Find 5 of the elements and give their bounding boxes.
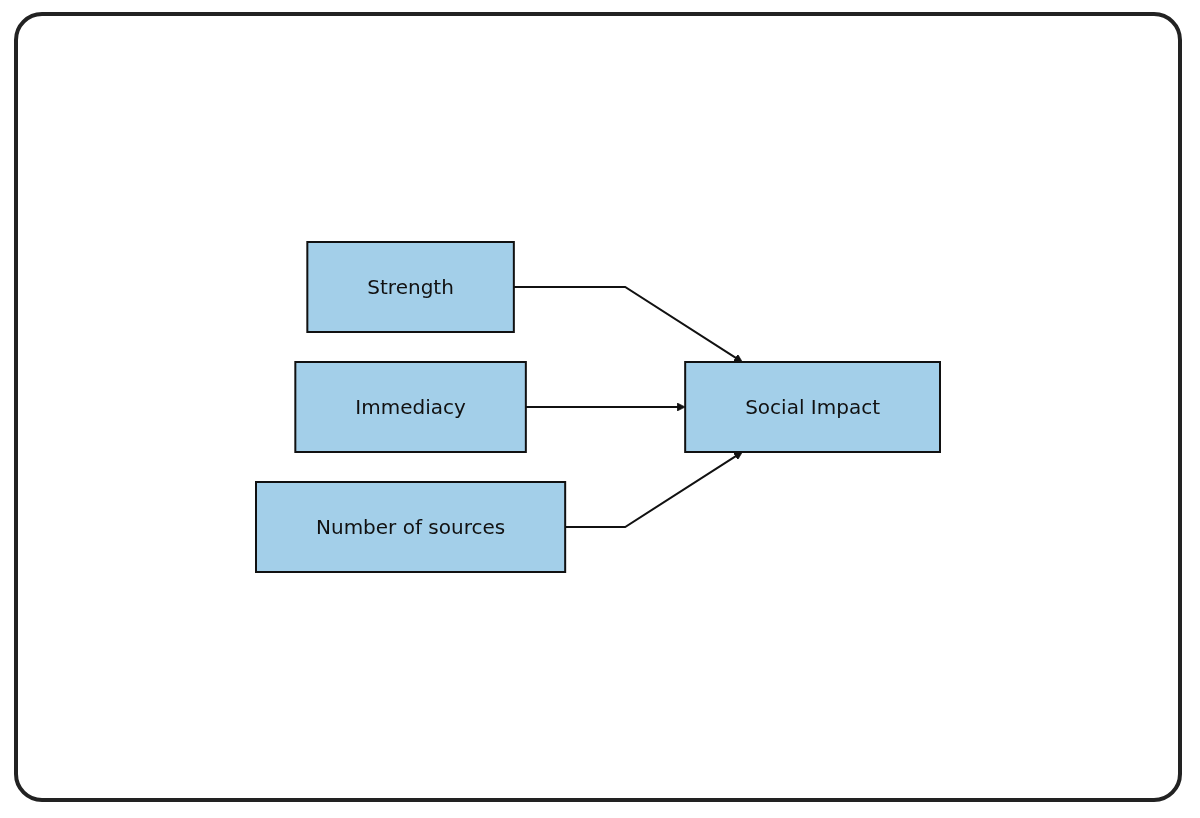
node-box: [255, 481, 567, 573]
node-box: [684, 361, 941, 453]
node-box: [306, 241, 515, 333]
node-box: [294, 361, 527, 453]
page-frame: Strength Immediacy Number of sources Social Impact: [14, 12, 1182, 802]
